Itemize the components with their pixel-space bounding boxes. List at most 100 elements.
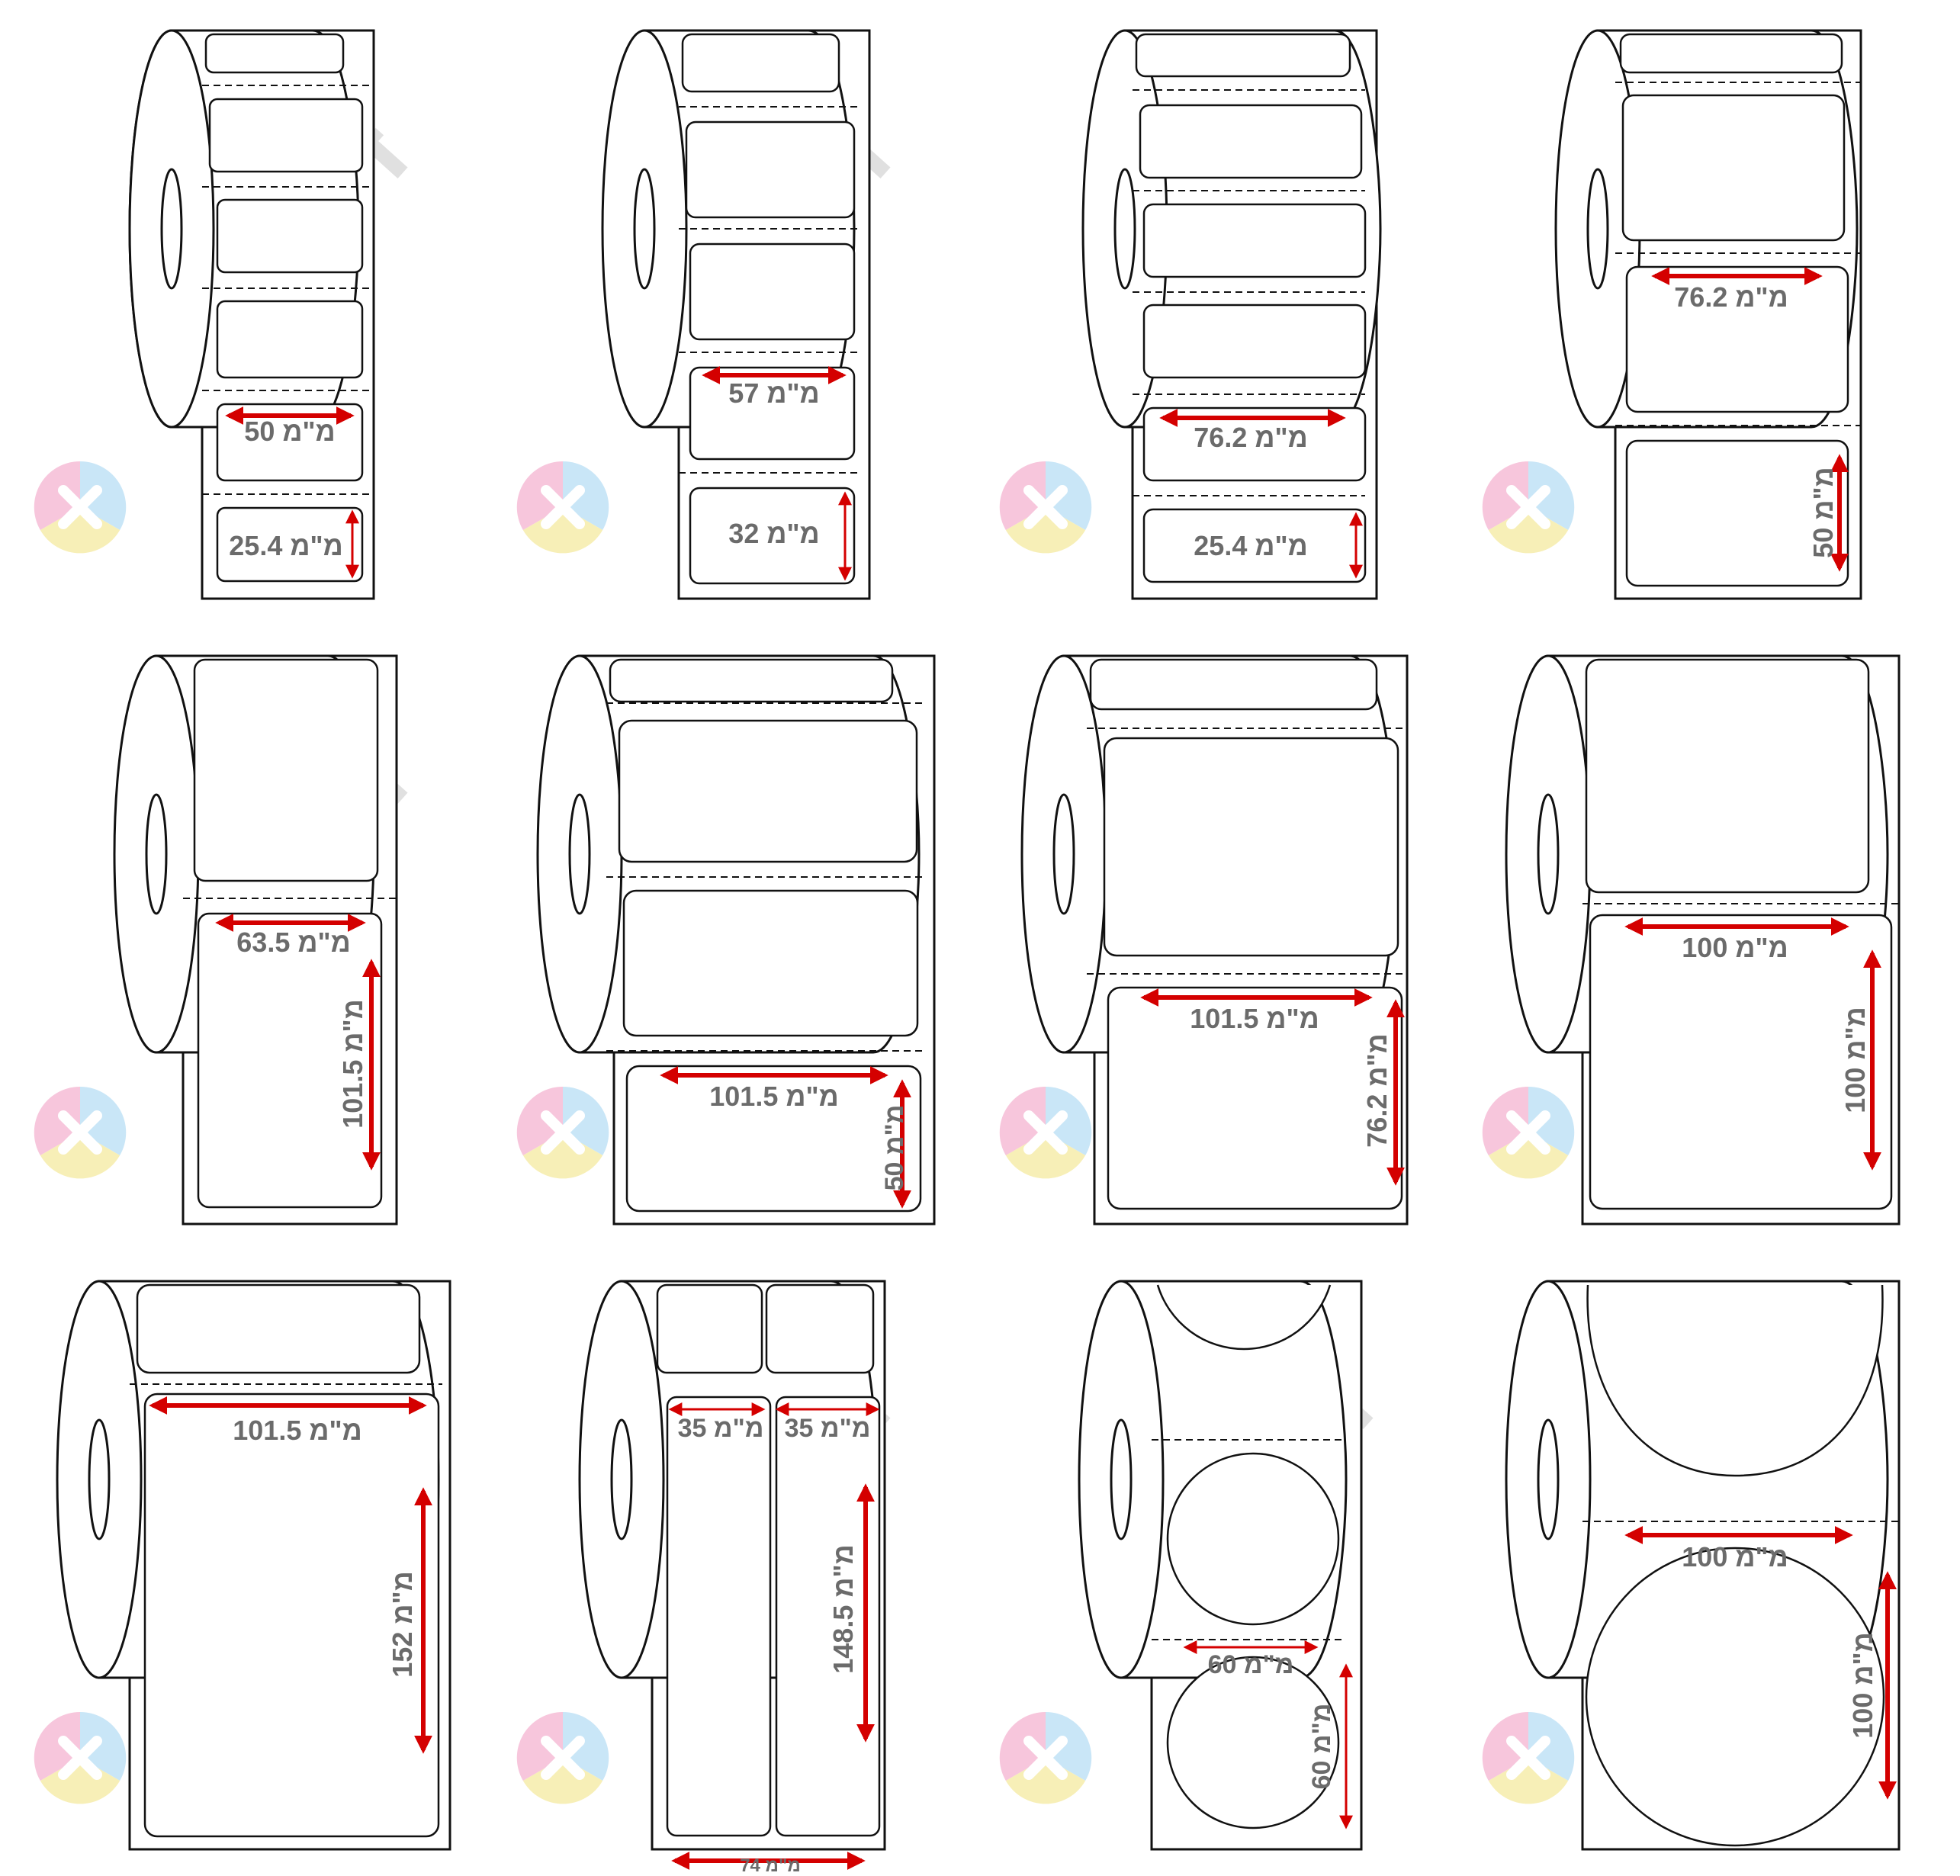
label <box>208 98 364 173</box>
label-right-column <box>775 1396 881 1837</box>
label <box>622 889 919 1037</box>
roll-core-hole <box>145 793 168 915</box>
height-label: מ"מ 60 <box>1307 1704 1336 1790</box>
height-label: מ"מ 25.4 <box>1194 530 1307 561</box>
roll-core-hole <box>1052 793 1075 915</box>
label <box>1142 508 1367 583</box>
circle-label <box>1585 1547 1885 1847</box>
circle-label <box>1156 1284 1332 1351</box>
height-label: מ"מ 32 <box>728 518 819 549</box>
label <box>216 198 364 274</box>
width-label: מ"מ 101.5 <box>233 1415 361 1446</box>
label-roll-3: מ"מ 76.2מ"מ 25.4 <box>1081 29 1382 600</box>
watermark-logo-x <box>541 1736 585 1780</box>
label <box>1621 94 1846 242</box>
label-roll-5: מ"מ 63.5מ"מ 101.5 <box>113 654 398 1226</box>
watermark-logo-x <box>541 1110 585 1155</box>
watermark-logo-segment <box>1488 1758 1569 1804</box>
width-label: מ"מ 76.2 <box>1674 281 1788 313</box>
label-roll-9: מ"מ 101.5 מ"מ 152 <box>56 1280 451 1851</box>
watermark-logo-x <box>1506 1736 1550 1780</box>
width-label: מ"מ 57 <box>728 377 819 409</box>
width-label: מ"מ 63.5 <box>236 927 350 958</box>
label-roll-1: מ"מ 50 מ"מ 25.4 <box>128 29 375 600</box>
label <box>1089 658 1378 711</box>
total-width-label: מ"מ 74 <box>740 1855 801 1876</box>
roll-core-hole <box>1113 168 1136 290</box>
label <box>1135 33 1351 78</box>
width-label-left: מ"מ 35 <box>678 1414 764 1443</box>
watermark-logo-segment <box>40 507 120 554</box>
height-label: מ"מ 50 <box>880 1105 909 1191</box>
roll-core-hole <box>160 168 183 290</box>
label-roll-10: מ"מ 35 מ"מ 35 מ"מ 148.5 מ"מ 74 <box>578 1280 886 1876</box>
watermark-logo-segment <box>522 1758 603 1804</box>
height-label: מ"מ 50 <box>1807 467 1839 557</box>
watermark-logo-segment <box>1005 1758 1086 1804</box>
roll-core-hole <box>633 168 656 290</box>
label <box>216 300 364 379</box>
label-roll-7: מ"מ 101.5מ"מ 76.2 <box>1020 654 1409 1226</box>
watermark-logo-x <box>1023 1736 1068 1780</box>
label <box>1139 104 1363 179</box>
label <box>618 719 918 863</box>
rolls-layer: מ"מ 50מ"מ 25.4מ"מ 57מ"מ 32מ"מ 76.2מ"מ 25… <box>56 29 1901 1876</box>
roll-core-hole <box>88 1418 111 1540</box>
label <box>685 120 856 219</box>
roll-core-hole <box>1537 793 1560 915</box>
watermark-logo-x <box>541 485 585 529</box>
label <box>204 33 345 74</box>
watermark-logo-segment <box>40 1758 120 1804</box>
height-label: מ"מ 100 <box>1847 1632 1878 1738</box>
label <box>656 1283 763 1374</box>
label-roll-6: מ"מ 101.5 מ"מ 50 <box>536 654 936 1226</box>
width-label: מ"מ 60 <box>1208 1650 1294 1679</box>
watermark-logo-segment <box>1005 1132 1086 1179</box>
width-label-right: מ"מ 35 <box>785 1414 871 1443</box>
watermark-logo-x <box>1023 1110 1068 1155</box>
watermark-logo-x <box>58 1736 102 1780</box>
label <box>1589 914 1893 1210</box>
width-label: מ"מ 101.5 <box>709 1081 838 1112</box>
circle-label <box>1586 1284 1884 1477</box>
watermark-logo-segment <box>1488 507 1569 554</box>
width-label: מ"מ 100 <box>1682 1541 1788 1572</box>
watermark-logo-segment <box>1488 1132 1569 1179</box>
height-label: מ"מ 100 <box>1840 1007 1871 1113</box>
label <box>216 506 364 583</box>
label-roll-8: מ"מ 100 מ"מ 100 <box>1505 654 1901 1226</box>
roll-core-hole <box>1110 1418 1133 1540</box>
watermark-logo-x <box>1506 1110 1550 1155</box>
label <box>1585 658 1870 894</box>
watermark-logo-x <box>1023 485 1068 529</box>
watermark-logo-segment <box>40 1132 120 1179</box>
label <box>1103 737 1399 957</box>
watermark-logo-x <box>58 1110 102 1155</box>
width-label: מ"מ 50 <box>244 416 335 447</box>
label-left-column <box>666 1396 772 1837</box>
label <box>765 1283 875 1374</box>
roll-core-hole <box>1537 1418 1560 1540</box>
height-label: מ"מ 76.2 <box>1361 1033 1393 1147</box>
label <box>609 658 894 703</box>
label <box>136 1283 421 1374</box>
height-label: מ"מ 152 <box>387 1571 418 1677</box>
watermark-logo-x <box>1506 485 1550 529</box>
label <box>689 243 856 341</box>
width-label: מ"מ 100 <box>1682 932 1788 963</box>
height-label: מ"מ 148.5 <box>827 1544 859 1673</box>
label-roll-2: מ"מ 57 מ"מ 32 <box>601 29 871 600</box>
watermark-logo-segment <box>1005 507 1086 554</box>
label-roll-11: מ"מ 60 מ"מ 60 <box>1078 1280 1363 1851</box>
roll-core-hole <box>1586 168 1609 290</box>
label-roll-4: מ"מ 76.2 מ"מ 50 <box>1554 29 1862 600</box>
label-roll-12: מ"מ 100 מ"מ 100 <box>1505 1280 1901 1851</box>
label <box>193 658 379 882</box>
circle-label <box>1166 1452 1340 1626</box>
watermark-logo-segment <box>522 1132 603 1179</box>
label <box>1619 33 1843 74</box>
height-label: מ"מ 25.4 <box>229 530 342 561</box>
label <box>1142 304 1367 379</box>
label <box>1142 203 1367 278</box>
